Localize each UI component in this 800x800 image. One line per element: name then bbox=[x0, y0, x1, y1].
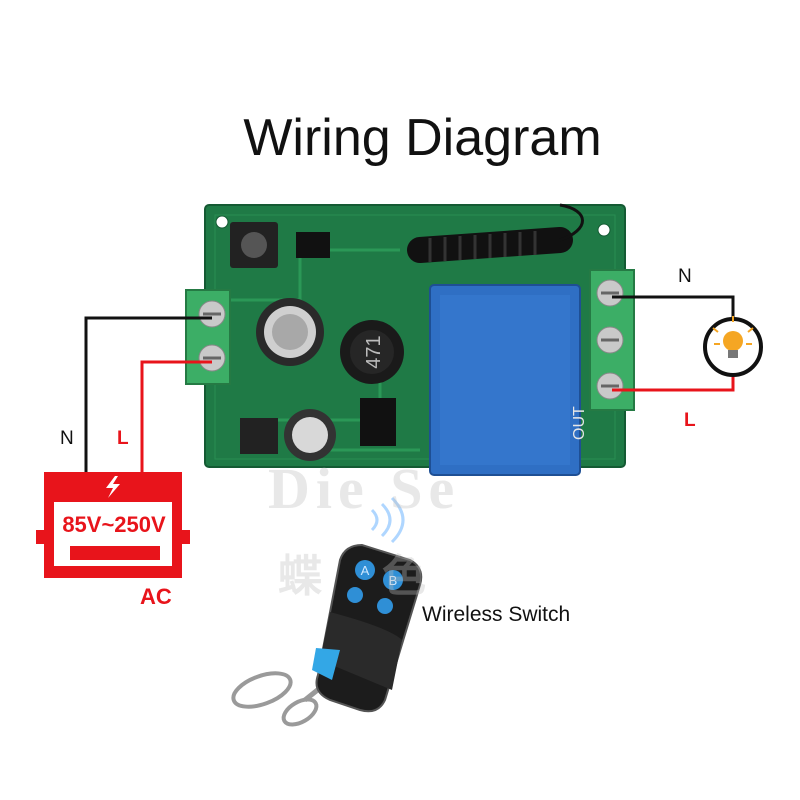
watermark: Die Se bbox=[268, 456, 461, 521]
relay-out-label: OUT bbox=[571, 406, 588, 440]
remote-control: A B bbox=[231, 543, 423, 727]
antenna-coil bbox=[407, 203, 584, 263]
remote-button-b-label: B bbox=[389, 573, 398, 588]
input-live-wire bbox=[140, 360, 212, 472]
ic-chip bbox=[240, 418, 278, 454]
remote-button-b bbox=[383, 570, 403, 590]
wireless-switch-caption: Wireless Switch bbox=[422, 603, 571, 626]
remote-button-d bbox=[377, 598, 393, 614]
capacitor-marking: 471 bbox=[363, 335, 385, 368]
watermark-cjk: 蝶色 bbox=[278, 552, 486, 601]
output-live-label: L bbox=[684, 410, 696, 431]
ac-power-source bbox=[36, 472, 190, 578]
mount-hole-icon bbox=[597, 223, 611, 237]
page-title: Wiring Diagram bbox=[243, 109, 602, 167]
input-neutral-label: N bbox=[60, 428, 74, 449]
input-terminal-block bbox=[185, 289, 231, 385]
remote-button-a bbox=[355, 560, 375, 580]
lightning-bolt-icon bbox=[106, 476, 120, 498]
inductor: 471 bbox=[340, 320, 404, 384]
capacitor-large bbox=[256, 298, 324, 366]
capacitor-small bbox=[284, 409, 336, 461]
wireless-signal-icon bbox=[370, 496, 405, 544]
ic-chip bbox=[296, 232, 330, 258]
relay bbox=[429, 284, 581, 476]
input-neutral-wire bbox=[84, 316, 212, 472]
voltage-label: 85V~250V bbox=[62, 512, 166, 537]
input-live-label: L bbox=[117, 428, 129, 449]
output-live-wire bbox=[612, 372, 735, 392]
output-neutral-label: N bbox=[678, 266, 692, 287]
pcb-push-button bbox=[230, 222, 278, 268]
remote-button-c bbox=[347, 587, 363, 603]
ac-label: AC bbox=[140, 584, 172, 609]
mount-hole-icon bbox=[215, 215, 229, 229]
ic-chip bbox=[360, 398, 396, 446]
remote-button-a-label: A bbox=[361, 563, 370, 578]
output-neutral-wire bbox=[612, 295, 735, 322]
output-terminal-block: OUT bbox=[571, 269, 635, 440]
lamp-icon bbox=[703, 316, 763, 377]
